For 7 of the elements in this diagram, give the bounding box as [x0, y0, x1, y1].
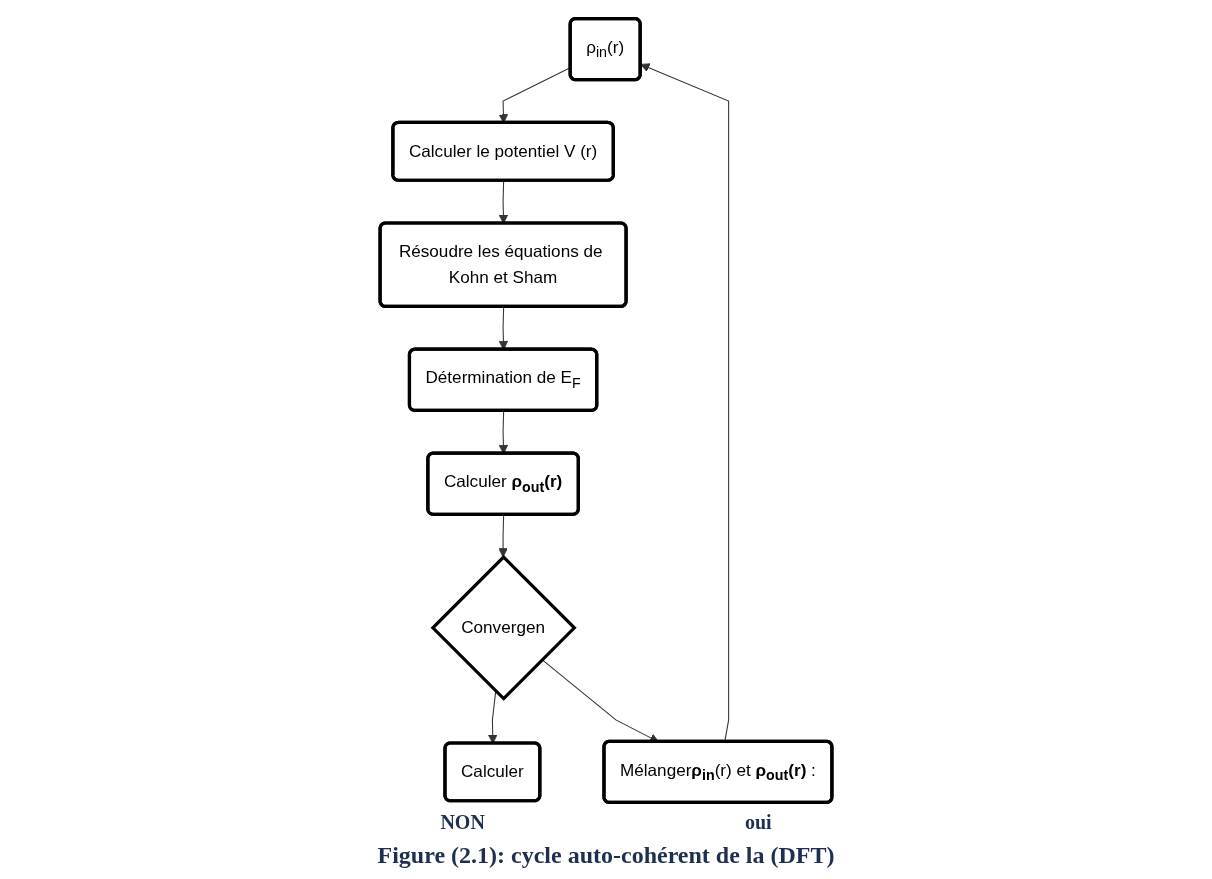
- arrow: [488, 690, 498, 744]
- figure-caption: Figure (2.1): cycle auto-cohérent de la (DFT): [377, 842, 835, 869]
- node-diamond: Convergen: [430, 554, 577, 701]
- branch-label: NON: [440, 811, 485, 834]
- arrow: [498, 180, 509, 224]
- branch-label: oui: [744, 811, 772, 834]
- arrow: [498, 514, 508, 558]
